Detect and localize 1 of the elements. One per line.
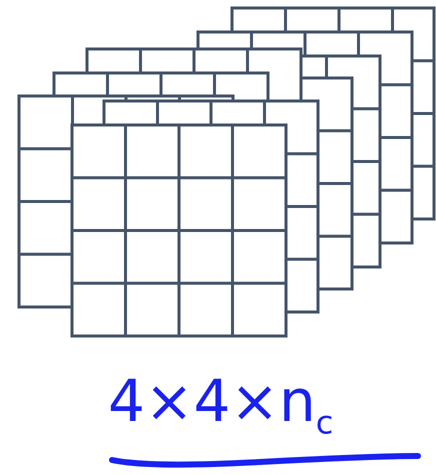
dimension-label: 4×4×n$_{c}$ bbox=[108, 372, 334, 439]
